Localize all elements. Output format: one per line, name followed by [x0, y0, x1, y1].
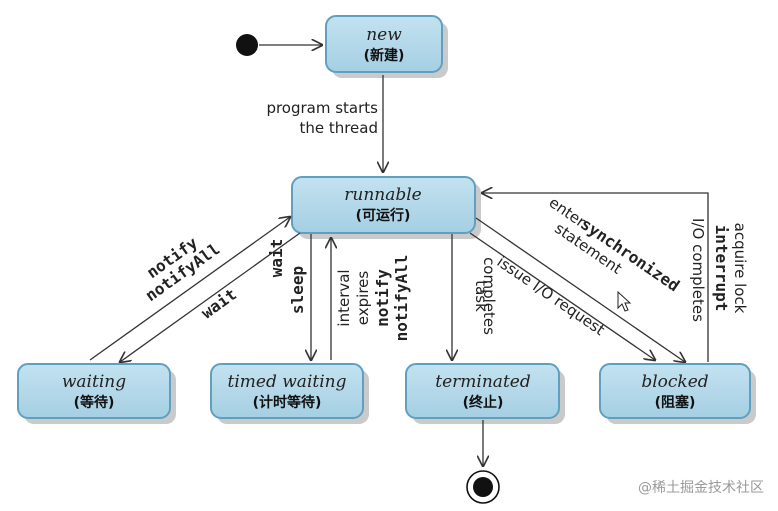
- edge-runnable-io-to-blocked: [469, 232, 655, 360]
- state-runnable: runnable (可运行): [291, 176, 481, 239]
- state-blocked-name: blocked: [641, 372, 708, 392]
- state-new-name: new: [366, 25, 402, 45]
- state-new: new (新建): [325, 15, 448, 78]
- label-io-completes: I/O completes: [689, 218, 707, 322]
- label-the-thread: the thread: [299, 119, 378, 137]
- edge-runnable-sync-to-blocked: [475, 217, 685, 362]
- state-blocked: blocked (阻塞): [599, 363, 756, 424]
- label-wait-2: wait: [267, 239, 286, 278]
- label-issue-io: issue I/O request: [494, 253, 608, 339]
- label-completes: completes: [480, 257, 498, 335]
- edge-blocked-to-runnable: [482, 193, 709, 362]
- state-timed-waiting-name: timed waiting: [228, 372, 347, 392]
- label-expires: expires: [354, 271, 372, 326]
- state-waiting-name: waiting: [62, 372, 126, 392]
- edge-runnable-to-waiting: [120, 232, 301, 362]
- initial-state-dot: [236, 34, 258, 56]
- state-terminated-name: terminated: [435, 372, 531, 392]
- state-terminated: terminated (终止): [405, 363, 565, 424]
- state-blocked-cn: (阻塞): [655, 394, 696, 411]
- label-sleep: sleep: [288, 266, 307, 314]
- final-state: [466, 470, 500, 504]
- label-task-completes: task: [472, 280, 490, 312]
- label-wait: wait: [198, 285, 240, 323]
- state-terminated-cn: (终止): [463, 394, 504, 411]
- state-runnable-cn: (可运行): [356, 207, 411, 224]
- edge-waiting-to-runnable: [89, 217, 290, 361]
- label-task: task: [472, 280, 490, 312]
- state-timed-waiting-cn: (计时等待): [253, 394, 322, 411]
- cursor-icon: [617, 290, 632, 312]
- label-notify-2: notify: [373, 269, 392, 327]
- state-new-cn: (新建): [364, 47, 405, 64]
- state-runnable-name: runnable: [344, 185, 422, 205]
- state-timed-waiting: timed waiting (计时等待): [210, 363, 369, 424]
- watermark: @稀土掘金技术社区: [638, 480, 764, 496]
- label-program-starts: program starts: [266, 99, 378, 117]
- state-waiting: waiting (等待): [17, 363, 176, 424]
- label-interval: interval: [335, 269, 353, 326]
- label-acquire-lock: acquire lock: [731, 223, 749, 314]
- label-interrupt: interrupt: [712, 225, 731, 312]
- state-waiting-cn: (等待): [74, 394, 115, 411]
- label-notifyall-2: notifyAll: [392, 255, 411, 342]
